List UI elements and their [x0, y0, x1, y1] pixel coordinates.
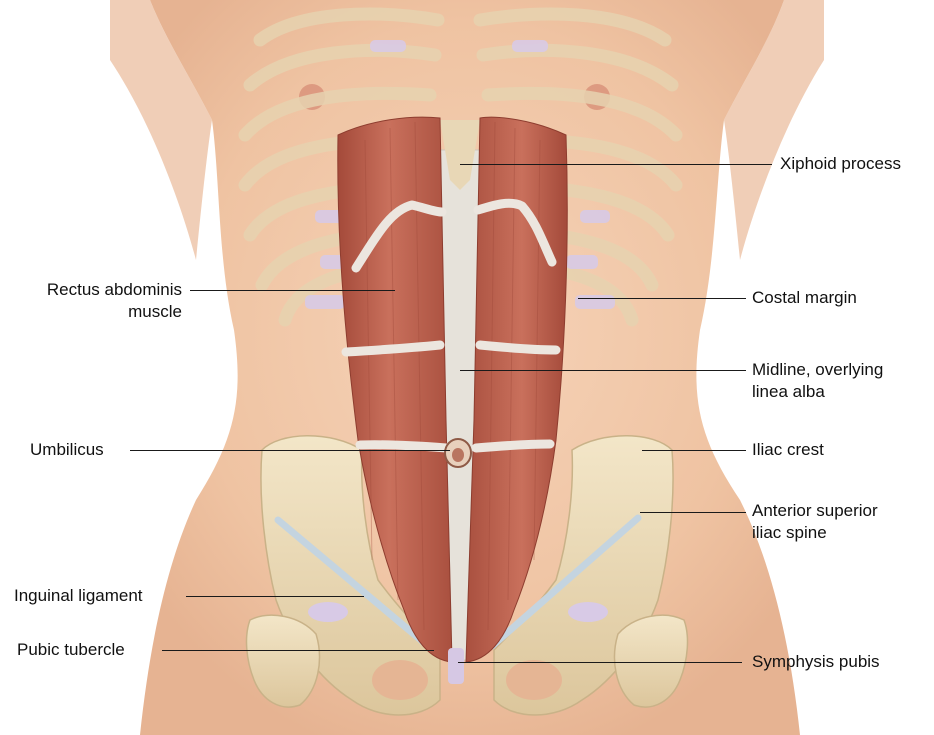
label-umbilicus: Umbilicus: [30, 439, 104, 461]
right-obturator: [506, 660, 562, 700]
label-midline-line1: Midline, overlying: [752, 359, 883, 381]
leader-iliac-crest: [642, 450, 746, 451]
label-inguinal-ligament: Inguinal ligament: [14, 585, 143, 607]
leader-rectus: [190, 290, 395, 291]
leader-costal: [578, 298, 746, 299]
left-hip-cartilage: [308, 602, 348, 622]
leader-midline: [460, 370, 746, 371]
leader-symphysis: [458, 662, 742, 663]
label-rectus-line1: Rectus abdominis: [8, 279, 182, 301]
umbilicus: [445, 439, 471, 467]
leader-pubic-tubercle: [162, 650, 434, 651]
label-costal-margin: Costal margin: [752, 287, 857, 309]
label-asis: Anterior superior iliac spine: [752, 500, 878, 544]
label-iliac-crest: Iliac crest: [752, 439, 824, 461]
label-xiphoid-process: Xiphoid process: [780, 153, 901, 175]
label-midline: Midline, overlying linea alba: [752, 359, 883, 403]
label-midline-line2: linea alba: [752, 381, 883, 403]
label-rectus-abdominis: Rectus abdominis muscle: [8, 279, 182, 323]
label-asis-line2: iliac spine: [752, 522, 878, 544]
leader-inguinal: [186, 596, 364, 597]
label-rectus-line2: muscle: [8, 301, 182, 323]
leader-umbilicus: [130, 450, 450, 451]
leader-asis: [640, 512, 746, 513]
left-obturator: [372, 660, 428, 700]
label-symphysis-pubis: Symphysis pubis: [752, 651, 880, 673]
leader-xiphoid: [460, 164, 772, 165]
label-asis-line1: Anterior superior: [752, 500, 878, 522]
symphysis-pubis-shape: [448, 648, 464, 684]
right-hip-cartilage: [568, 602, 608, 622]
label-pubic-tubercle: Pubic tubercle: [17, 639, 125, 661]
